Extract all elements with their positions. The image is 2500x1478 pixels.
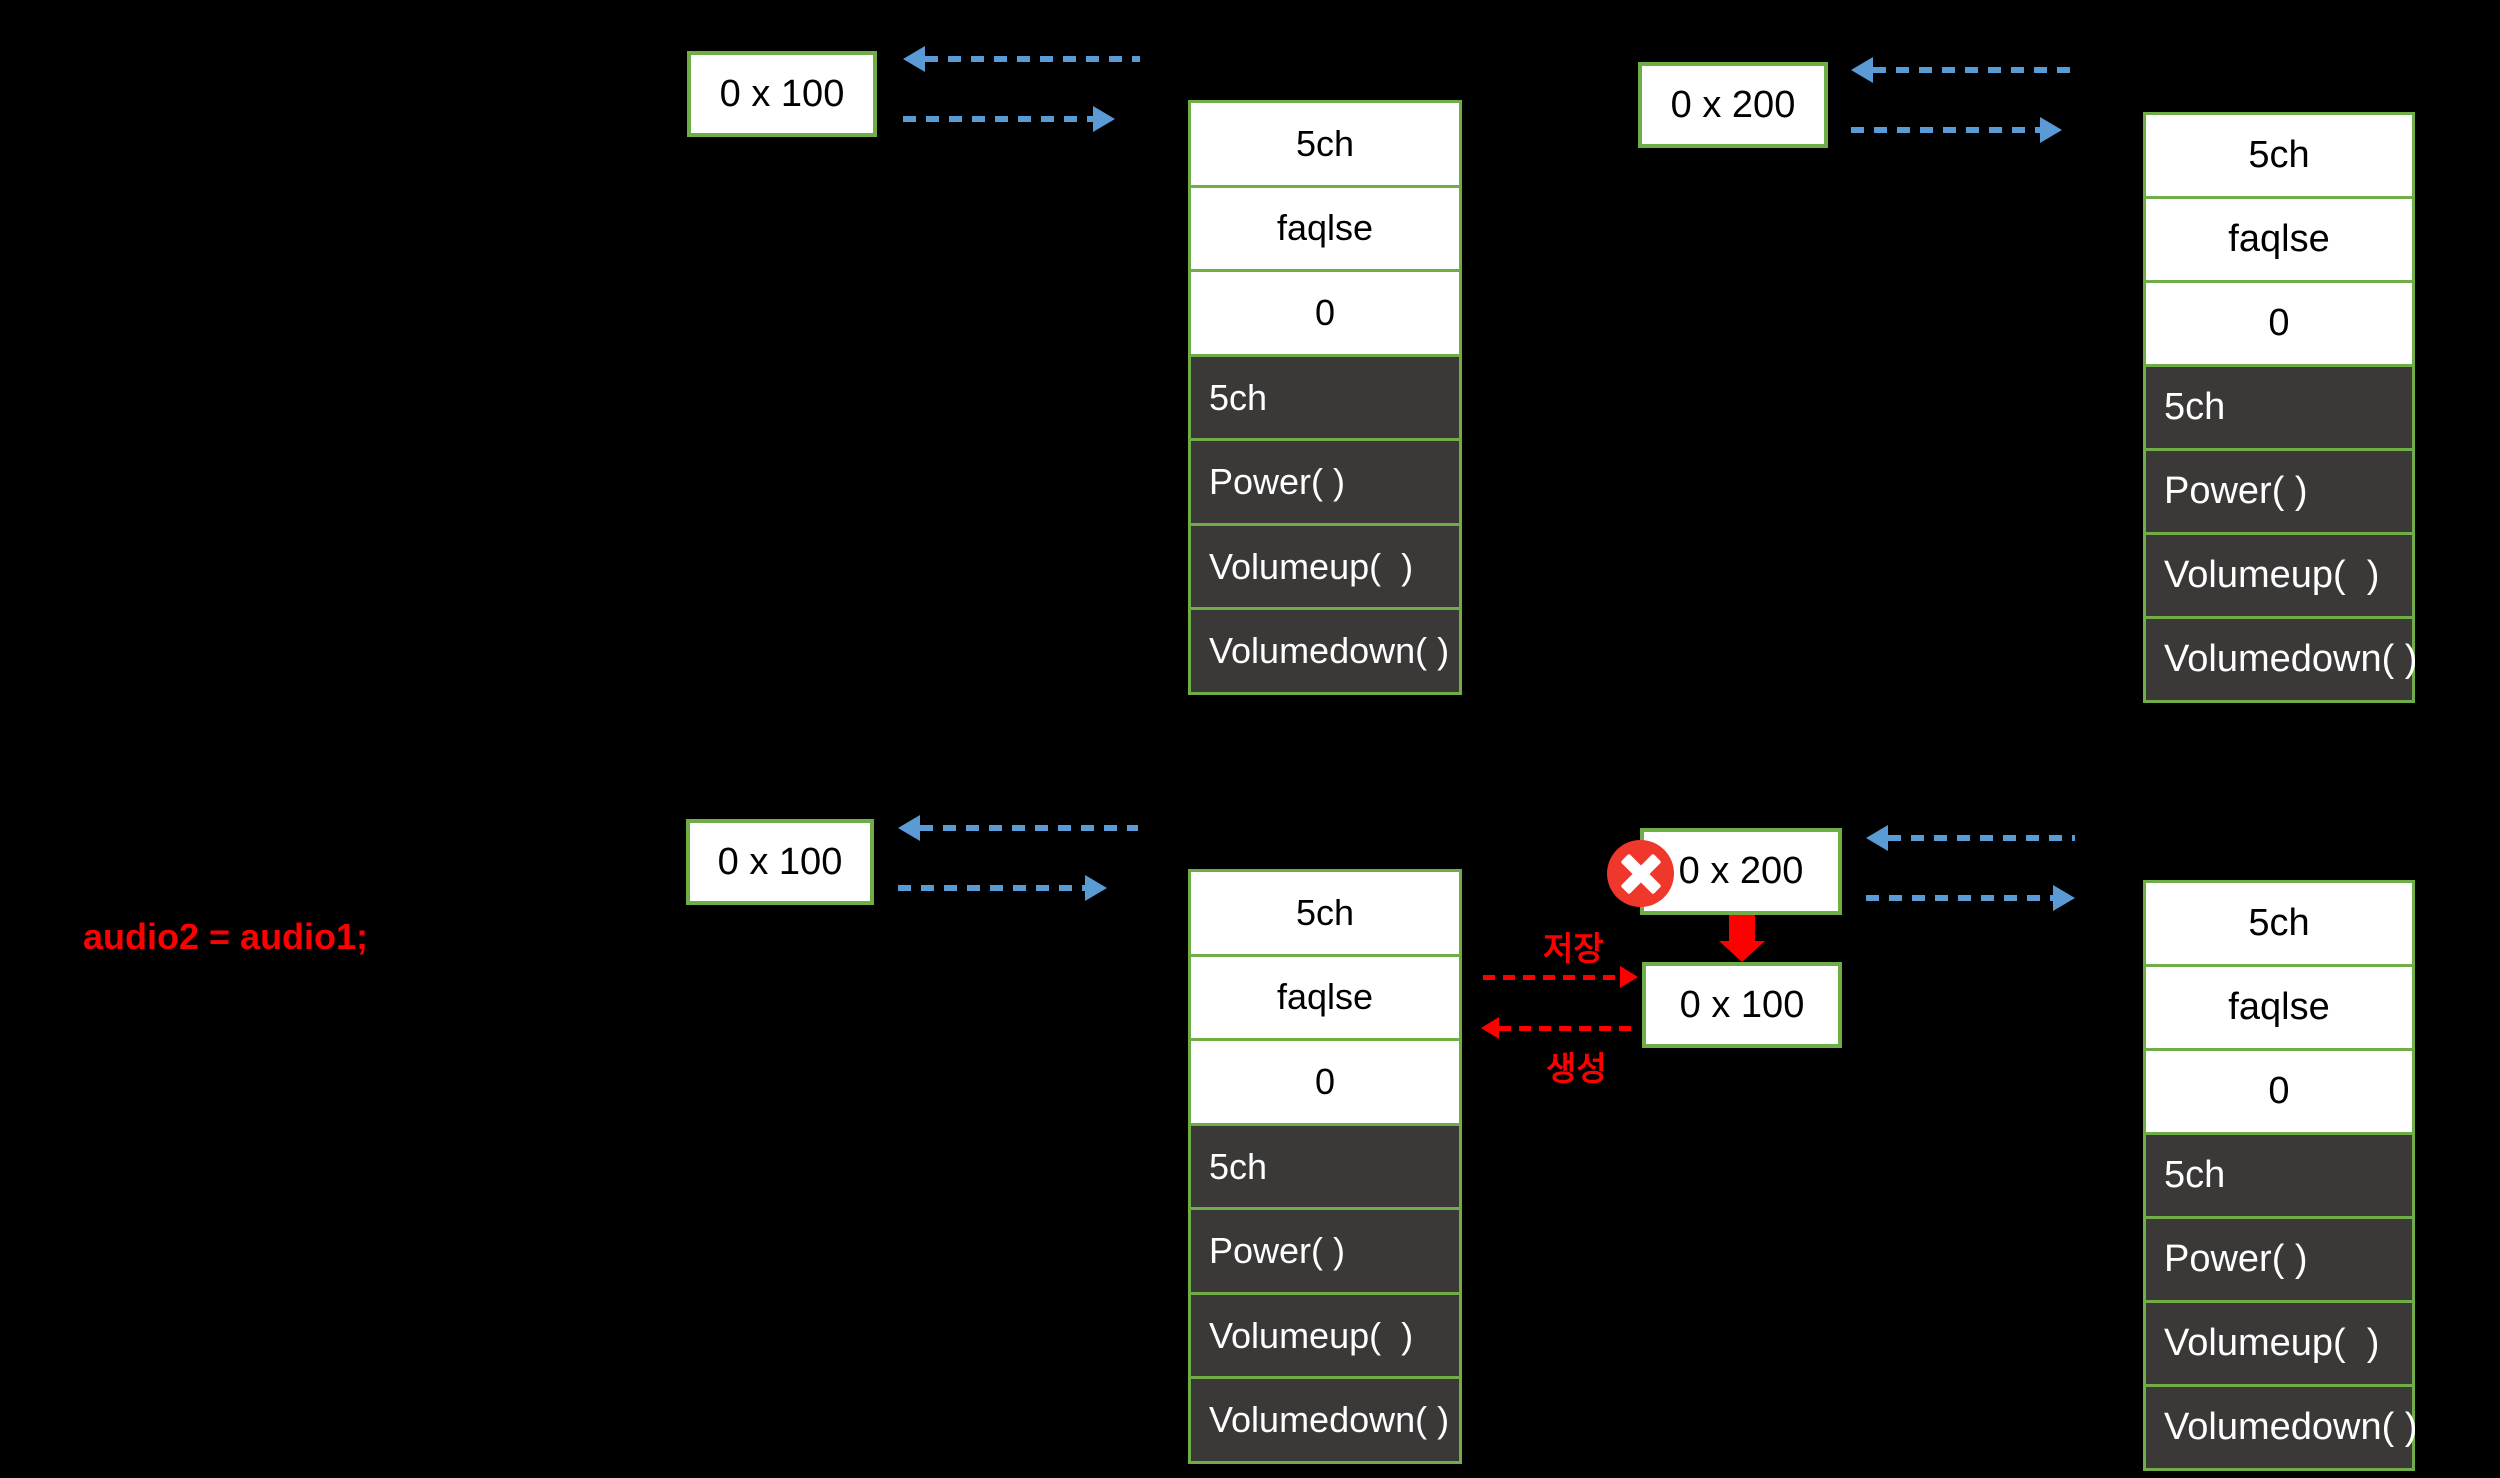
method-cell-label: 5ch bbox=[2164, 386, 2226, 428]
delete-x-icon bbox=[1607, 840, 1674, 907]
dashed-arrow-left-icon bbox=[898, 815, 1138, 841]
field-cell-label: 0 bbox=[2268, 302, 2290, 344]
store-label: 저장 bbox=[1543, 930, 1604, 967]
field-cell: faqlse bbox=[2146, 196, 2412, 280]
field-cell: faqlse bbox=[1191, 184, 1459, 270]
dashed-arrow-right-icon bbox=[1866, 885, 2075, 911]
method-cell: 5ch bbox=[1191, 353, 1459, 439]
arrowhead-left-icon bbox=[903, 46, 925, 72]
method-cell: Volumeup( ) bbox=[1191, 1291, 1459, 1377]
method-cell-label: Volumeup( ) bbox=[1209, 1314, 1414, 1356]
dashed-arrow-left-icon bbox=[1866, 825, 2075, 851]
method-cell-label: Volumeup( ) bbox=[2164, 1322, 2380, 1364]
method-cell: Power( ) bbox=[2146, 448, 2412, 532]
field-cell: 0 bbox=[1191, 1038, 1459, 1123]
replace-down-arrow-icon bbox=[1719, 915, 1765, 962]
address-box-audio2-new: 0 x 100 bbox=[1642, 962, 1842, 1048]
method-cell-label: Volumedown( ) bbox=[1209, 630, 1450, 672]
method-cell: Volumedown( ) bbox=[1191, 607, 1459, 693]
dashed-arrow-right-icon bbox=[1851, 117, 2062, 143]
arrowhead-left-icon bbox=[898, 815, 920, 841]
field-cell-label: faqlse bbox=[1276, 207, 1374, 249]
field-cell: faqlse bbox=[1191, 953, 1459, 1039]
address-value: 0 x 100 bbox=[717, 840, 843, 883]
arrowhead-left-icon bbox=[1481, 1017, 1499, 1039]
field-cell: 0 bbox=[2146, 1048, 2412, 1132]
method-cell-label: Volumeup( ) bbox=[1209, 545, 1414, 587]
field-cell: 5ch bbox=[1191, 872, 1459, 954]
field-cell-label: faqlse bbox=[2228, 218, 2330, 260]
field-cell-label: faqlse bbox=[1276, 976, 1374, 1018]
address-value: 0 x 100 bbox=[719, 72, 845, 115]
method-cell-label: 5ch bbox=[1209, 1145, 1268, 1187]
dashed-arrow-right-icon bbox=[903, 106, 1115, 132]
arrowhead-right-icon bbox=[1093, 106, 1115, 132]
create-dashed-arrow-left-icon bbox=[1481, 1017, 1632, 1039]
method-cell-label: 5ch bbox=[2164, 1154, 2226, 1196]
field-cell: 0 bbox=[2146, 280, 2412, 364]
method-cell-label: 5ch bbox=[1209, 376, 1268, 418]
method-cell: 5ch bbox=[2146, 1132, 2412, 1216]
address-box-audio1-before: 0 x 100 bbox=[687, 51, 877, 137]
field-cell: 5ch bbox=[2146, 115, 2412, 196]
field-cell-label: 5ch bbox=[1295, 891, 1355, 933]
store-dashed-arrow-right-icon bbox=[1483, 966, 1638, 988]
method-cell: Volumeup( ) bbox=[1191, 522, 1459, 608]
method-cell-label: Power( ) bbox=[1209, 1230, 1346, 1272]
arrowhead-right-icon bbox=[2053, 885, 2075, 911]
arrowhead-left-icon bbox=[1851, 57, 1873, 83]
method-cell-label: Volumeup( ) bbox=[2164, 554, 2380, 596]
address-box-audio2-before: 0 x 200 bbox=[1638, 62, 1828, 148]
arrowhead-right-icon bbox=[1620, 966, 1638, 988]
method-cell-label: Volumedown( ) bbox=[2164, 1406, 2418, 1448]
field-cell-label: 5ch bbox=[2248, 134, 2310, 176]
method-cell-label: Power( ) bbox=[1209, 461, 1346, 503]
method-cell: Power( ) bbox=[1191, 1207, 1459, 1292]
address-box-audio1-after: 0 x 100 bbox=[686, 819, 874, 905]
field-cell: faqlse bbox=[2146, 964, 2412, 1048]
arrowhead-right-icon bbox=[1085, 875, 1107, 901]
create-label: 생성 bbox=[1546, 1050, 1607, 1087]
method-cell: Power( ) bbox=[2146, 1216, 2412, 1300]
method-cell: Volumeup( ) bbox=[2146, 1300, 2412, 1384]
assignment-code-label: audio2 = audio1; bbox=[83, 916, 369, 957]
address-value: 0 x 100 bbox=[1679, 983, 1805, 1026]
method-cell: Volumeup( ) bbox=[2146, 532, 2412, 616]
field-cell-label: faqlse bbox=[2228, 986, 2330, 1028]
field-cell: 5ch bbox=[2146, 883, 2412, 964]
field-cell-label: 5ch bbox=[1295, 122, 1355, 164]
method-cell-label: Volumedown( ) bbox=[2164, 638, 2418, 680]
arrowhead-right-icon bbox=[2040, 117, 2062, 143]
method-cell-label: Power( ) bbox=[2164, 1238, 2308, 1280]
field-cell-label: 0 bbox=[1314, 291, 1336, 333]
method-cell-label: Volumedown( ) bbox=[1209, 1399, 1450, 1441]
method-cell: Volumedown( ) bbox=[2146, 616, 2417, 700]
dashed-arrow-right-icon bbox=[898, 875, 1107, 901]
method-cell: Volumedown( ) bbox=[2146, 1384, 2417, 1468]
arrowhead-left-icon bbox=[1866, 825, 1888, 851]
address-value: 0 x 200 bbox=[1678, 850, 1804, 892]
field-cell: 5ch bbox=[1191, 103, 1459, 185]
address-value: 0 x 200 bbox=[1670, 83, 1796, 126]
method-cell: 5ch bbox=[2146, 364, 2412, 448]
field-cell-label: 0 bbox=[2268, 1070, 2290, 1112]
dashed-arrow-left-icon bbox=[1851, 57, 2073, 83]
field-cell-label: 0 bbox=[1314, 1060, 1336, 1102]
method-cell-label: Power( ) bbox=[2164, 470, 2308, 512]
dashed-arrow-left-icon bbox=[903, 46, 1140, 72]
method-cell: Power( ) bbox=[1191, 438, 1459, 523]
field-cell: 0 bbox=[1191, 269, 1459, 354]
method-cell: Volumedown( ) bbox=[1191, 1376, 1459, 1462]
field-cell-label: 5ch bbox=[2248, 902, 2310, 944]
method-cell: 5ch bbox=[1191, 1122, 1459, 1208]
